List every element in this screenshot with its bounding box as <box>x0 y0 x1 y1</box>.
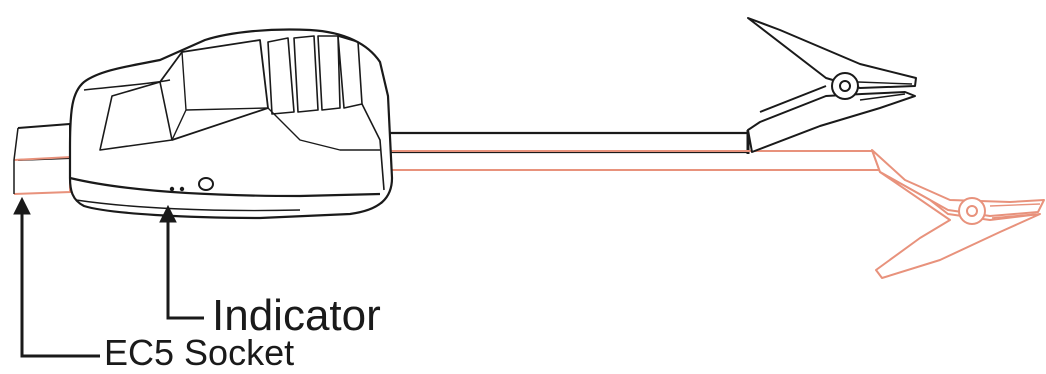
indicator-light-icon <box>169 186 185 192</box>
power-button-icon <box>198 177 214 191</box>
indicator-label: Indicator <box>212 291 381 340</box>
booster-box-icon <box>68 28 394 220</box>
indicator-callout-arrow <box>159 204 204 320</box>
cable-stubs-left <box>13 122 71 195</box>
red-clamp-icon <box>871 149 1045 279</box>
ec5-socket-label: EC5 Socket <box>104 332 295 373</box>
black-clamp-icon <box>747 17 917 153</box>
ec5-socket-callout-arrow <box>13 196 100 358</box>
red-cable <box>385 149 881 173</box>
